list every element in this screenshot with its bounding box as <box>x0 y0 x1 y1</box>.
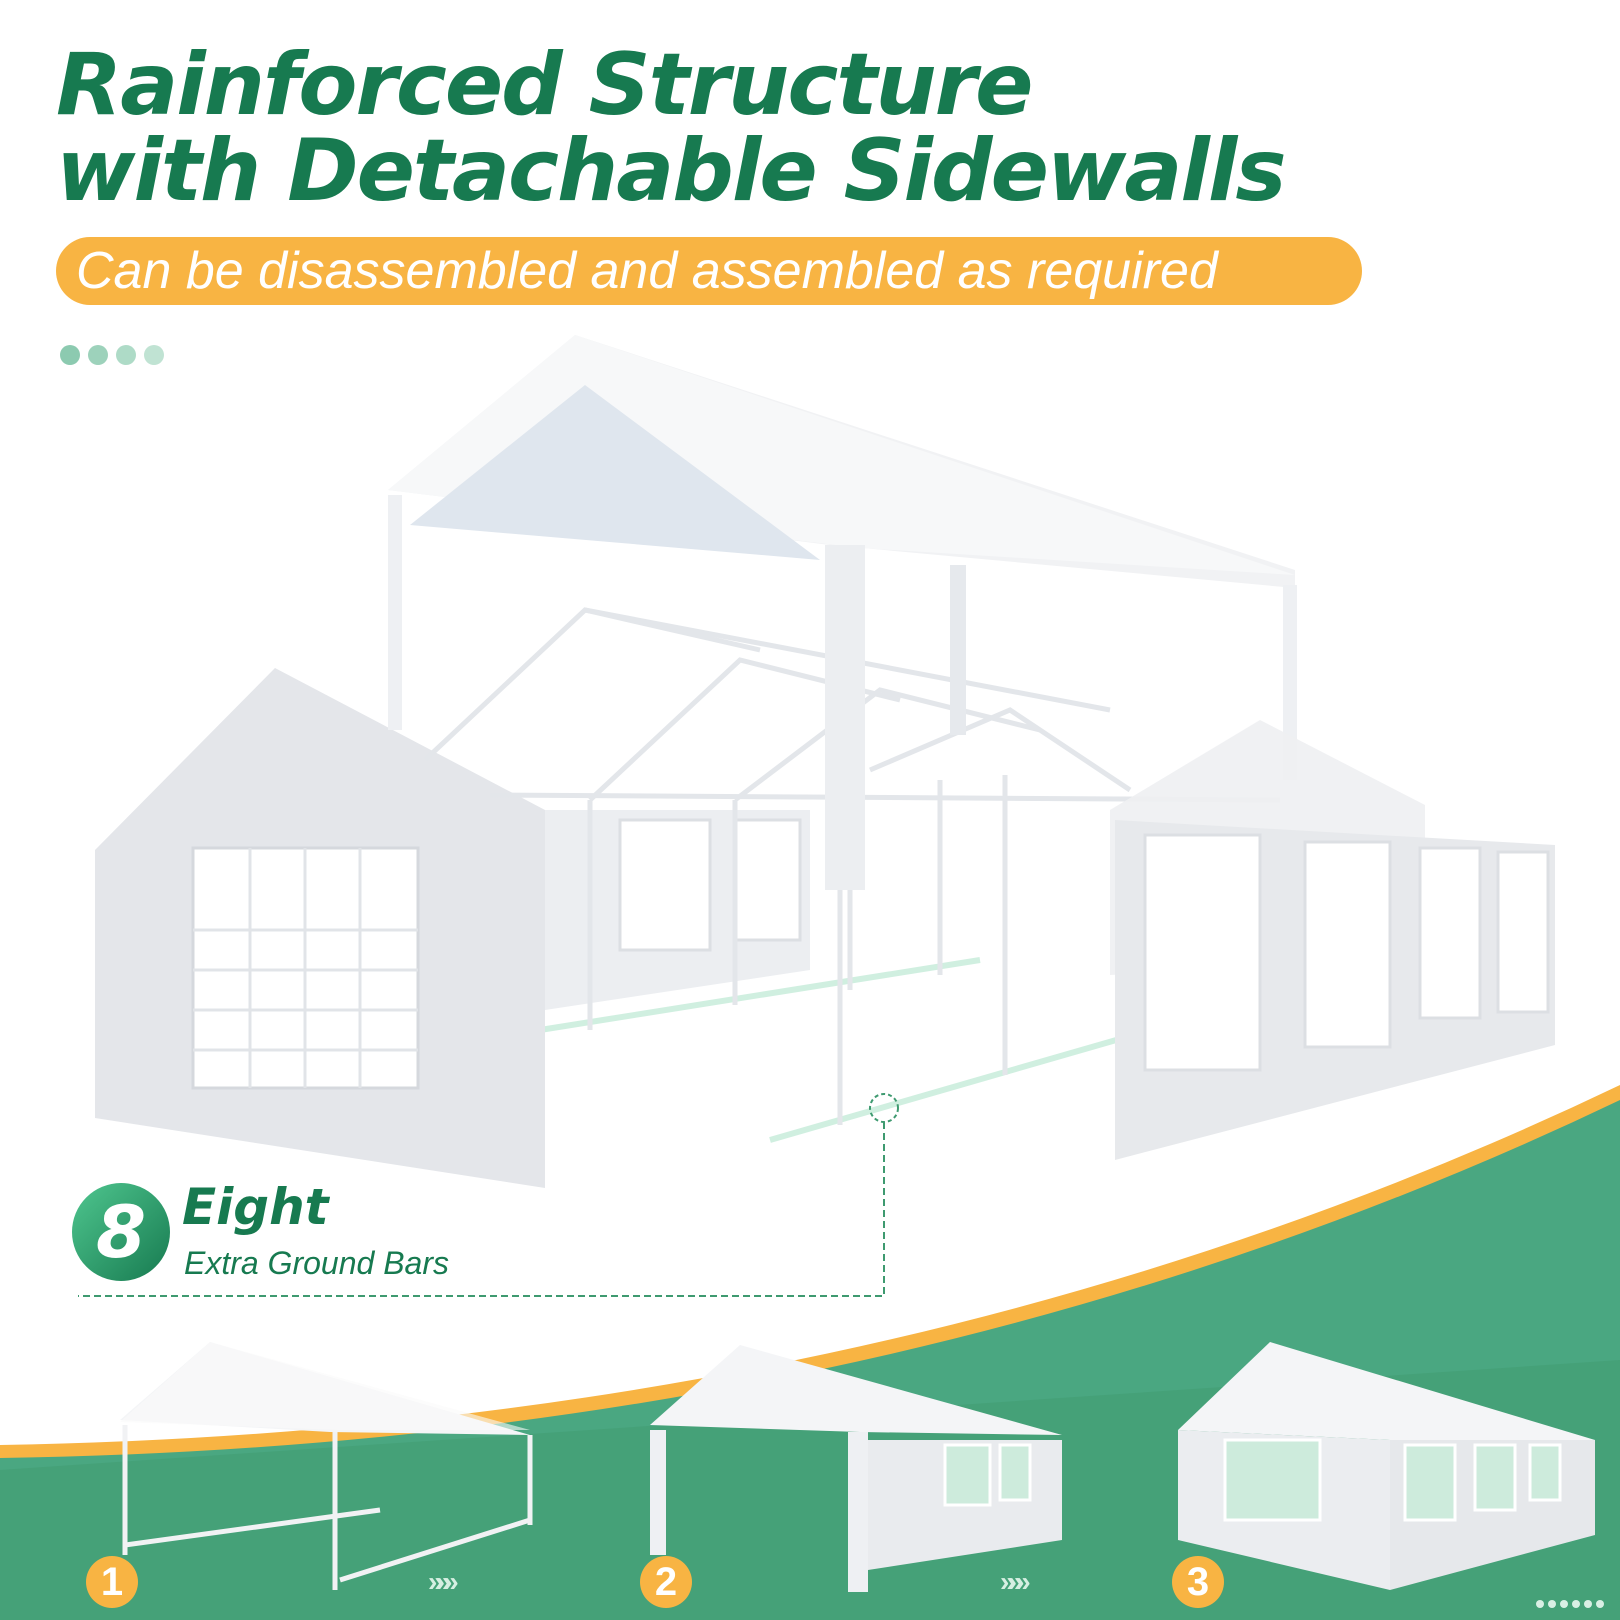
tent-left-sidewall <box>95 668 545 1188</box>
tent-right-sidewall <box>1110 720 1555 1160</box>
feature-number-badge: 8 <box>72 1183 170 1281</box>
subtitle-banner: Can be disassembled and assembled as req… <box>56 237 1362 305</box>
step-2-badge: 2 <box>640 1556 692 1608</box>
headline-line2: with Detachable Sidewalls <box>56 121 1287 221</box>
step1-tent-frame <box>120 1342 533 1590</box>
step2-tent-partial-walls <box>650 1345 1062 1592</box>
pagination-dots-bottom <box>1536 1600 1604 1608</box>
step-3-badge: 3 <box>1172 1556 1224 1608</box>
headline-line1: Rainforced Structure <box>56 35 1033 135</box>
tent-roof <box>388 335 1297 890</box>
callout-line <box>78 1122 885 1297</box>
step3-tent-complete <box>1178 1342 1595 1590</box>
step-1-badge: 1 <box>86 1556 138 1608</box>
arrow-icon: »»» <box>1000 1566 1031 1597</box>
feature-title: Eight <box>182 1178 329 1236</box>
feature-caption: Extra Ground Bars <box>184 1245 449 1281</box>
decorative-dots <box>60 345 164 365</box>
headline: Rainforced Structure with Detachable Sid… <box>56 35 1287 221</box>
arrow-icon: »»» <box>428 1566 459 1597</box>
